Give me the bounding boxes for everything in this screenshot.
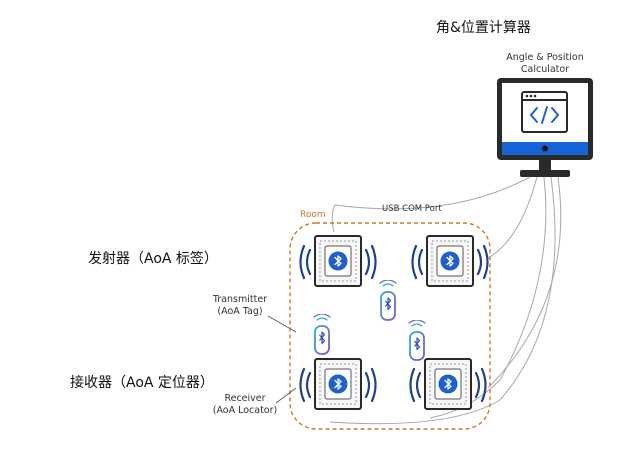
monitor-icon (497, 78, 593, 177)
transmitter-pointer (267, 315, 297, 333)
receiver-label-en-line1: Receiver (224, 393, 266, 404)
receiver-label-zh: 接收器（AoA 定位器） (70, 375, 214, 391)
calculator-title-zh: 角&位置计算器 (436, 20, 531, 36)
transmitter-label-zh: 发射器（AoA 标签） (88, 251, 218, 267)
tag-center-top (379, 280, 397, 321)
room-label: Room (300, 210, 326, 220)
usb-port-label: USB COM Port (382, 204, 442, 214)
receiver-label-en-line2: (AoA Locator) (212, 405, 278, 416)
transmitter-label-en-line2: (AoA Tag) (217, 306, 263, 317)
tag-center-right (408, 320, 426, 361)
code-window-icon (521, 91, 568, 133)
locator-top-left (301, 236, 376, 286)
room-boundary (289, 222, 491, 430)
tag-left (313, 314, 331, 355)
calculator-title-en-line1: Angle & Position (506, 52, 584, 63)
locator-bottom-right (411, 359, 486, 409)
transmitter-label-en-line1: Transmitter (212, 294, 268, 305)
calculator-title-en-line2: Calculator (520, 64, 570, 75)
locator-bottom-left (301, 359, 376, 409)
locator-top-right (413, 236, 488, 286)
receiver-pointer (275, 387, 297, 404)
